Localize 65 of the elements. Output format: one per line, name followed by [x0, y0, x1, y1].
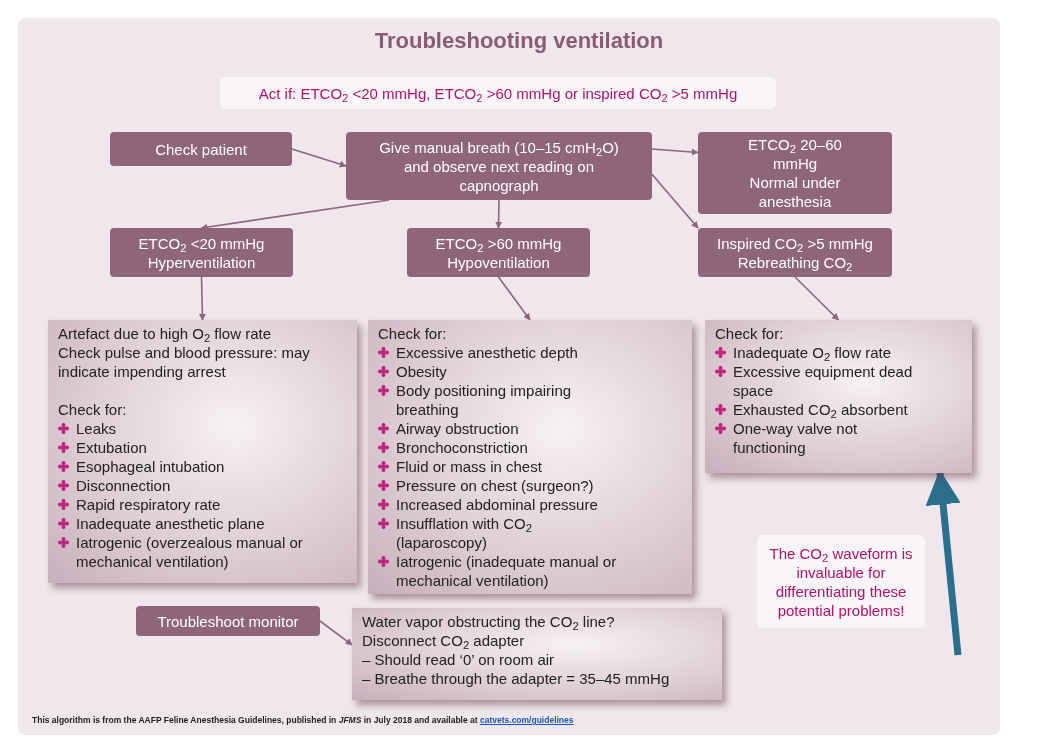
list-item: One-way valve not functioning	[733, 419, 859, 457]
list-item: Increased abdominal pressure	[396, 495, 598, 514]
checklist-box	[368, 320, 692, 594]
body-text: Check for:	[378, 324, 448, 343]
box-text: Give manual breath (10–15 cmH$_{2}$O) and observe next reading on capnograph	[378, 137, 620, 195]
box-text: ETCO$_{2}$ >60 mmHg	[434, 233, 563, 253]
list-item: Inadequate O$_{2}$ flow rate	[733, 343, 892, 362]
body-text: – Should read ‘0’ on room air	[362, 650, 556, 669]
box-text: ETCO$_{2}$ 20–60 mmHg	[747, 135, 843, 173]
process-box	[346, 132, 652, 200]
list-item: Rapid respiratory rate	[76, 495, 221, 514]
body-text: Artefact due to high O$_{2}$ flow rate	[58, 324, 273, 343]
arrow	[794, 276, 840, 321]
arrow	[291, 148, 347, 168]
list-item: Pressure on chest (surgeon?)	[396, 476, 594, 495]
body-text: Check for:	[58, 400, 128, 419]
box-text: Hypoventilation	[446, 252, 551, 272]
process-box	[110, 132, 292, 166]
list-item: Airway obstruction	[396, 419, 519, 438]
box-text: Normal under anesthesia	[748, 173, 842, 211]
link: catvets.com/guidelines	[479, 715, 574, 725]
title: Troubleshooting ventilation	[373, 28, 665, 54]
list-item: Iatrogenic (overzealous manual or mechanical ventilation)	[76, 533, 304, 571]
list-item: Exhausted CO$_{2}$ absorbent	[733, 400, 908, 419]
process-box	[407, 228, 590, 277]
box-text: Troubleshoot monitor	[156, 611, 300, 631]
box-text: Inspired CO$_{2}$ >5 mmHg	[716, 233, 874, 253]
note-text: The CO$_{2}$ waveform is invaluable for differentiating these potential problems!	[768, 543, 914, 620]
list-item: Inadequate anesthetic plane	[76, 514, 265, 533]
list-item: Excessive anesthetic depth	[396, 343, 578, 362]
list-item: Extubation	[76, 438, 147, 457]
list-item: Insufflation with CO$_{2}$ (laparoscopy)	[396, 514, 534, 552]
checklist-box	[352, 608, 722, 700]
arrow	[497, 276, 531, 321]
arrow	[200, 199, 390, 231]
list-item: Disconnection	[76, 476, 171, 495]
process-box	[698, 228, 892, 277]
box-text: ETCO$_{2}$ <20 mmHg	[137, 233, 266, 253]
list-item: Body positioning impairing breathing	[396, 381, 573, 419]
arrow	[651, 173, 699, 229]
process-box	[110, 228, 293, 277]
body-text: Check for:	[715, 324, 785, 343]
footnote: This algorithm is from the AAFP Feline Anesthesia Guidelines, published in JFMS in July 2018 and available at	[32, 715, 478, 725]
list-item: Iatrogenic (inadequate manual or mechanical ventilation)	[396, 552, 618, 590]
box-text: Check patient	[154, 139, 248, 159]
note-text: Act if: ETCO$_{2}$ <20 mmHg, ETCO$_{2}$ >60 mmHg or inspired CO$_{2}$ >5 mmHg	[257, 83, 739, 103]
process-box	[698, 132, 892, 214]
arrow	[651, 148, 699, 156]
list-item: Obesity	[396, 362, 447, 381]
box-text: Rebreathing CO$_{2}$	[736, 252, 854, 272]
checklist-box	[48, 320, 357, 583]
box-text: Hyperventilation	[146, 252, 257, 272]
arrow	[198, 276, 206, 321]
list-item: Esophageal intubation	[76, 457, 225, 476]
process-box	[136, 606, 320, 636]
checklist-box	[705, 320, 972, 473]
list-item: Bronchoconstriction	[396, 438, 528, 457]
body-text: – Breathe through the adapter = 35–45 mmHg	[362, 669, 671, 688]
body-text: Check pulse and blood pressure: may indicate impending arrest	[58, 343, 311, 381]
list-item: Leaks	[76, 419, 117, 438]
body-text: Disconnect CO$_{2}$ adapter	[362, 631, 526, 650]
arrow	[495, 199, 503, 229]
body-text: Water vapor obstructing the CO$_{2}$ line?	[362, 612, 616, 631]
arrow	[319, 620, 353, 646]
list-item: Fluid or mass in chest	[396, 457, 542, 476]
